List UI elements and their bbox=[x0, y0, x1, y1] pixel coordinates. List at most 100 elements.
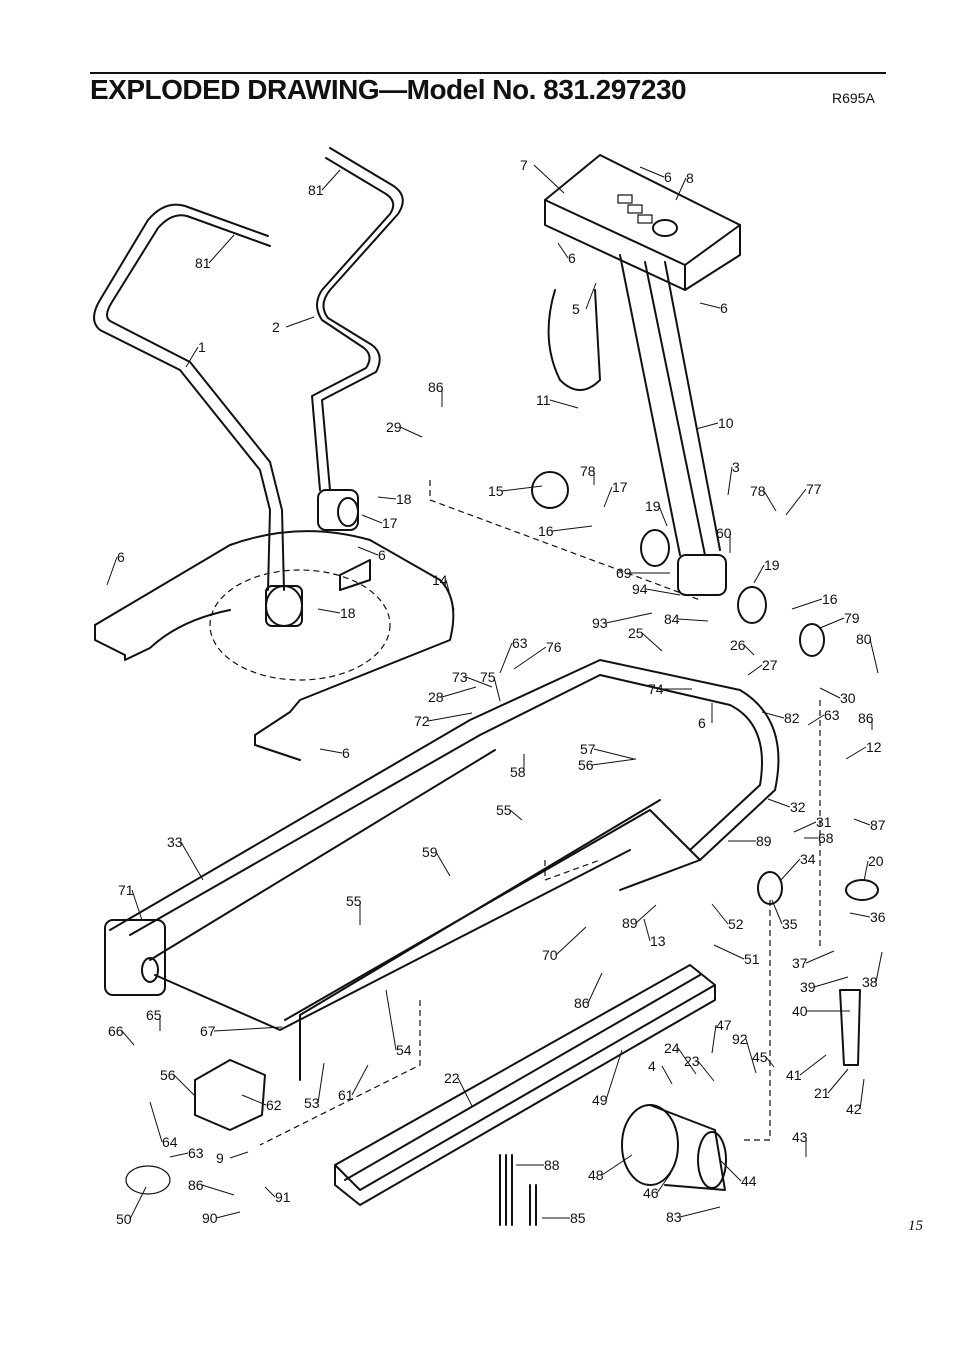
leader-line bbox=[779, 858, 801, 882]
leader-line bbox=[180, 841, 204, 881]
leader-line bbox=[201, 1184, 235, 1196]
leader-line bbox=[679, 1206, 721, 1218]
callout-4: 4 bbox=[648, 1058, 656, 1074]
leader-line bbox=[791, 598, 823, 610]
leader-line bbox=[853, 818, 871, 826]
leader-line bbox=[465, 676, 493, 688]
callout-55: 55 bbox=[346, 893, 362, 909]
callout-41: 41 bbox=[786, 1067, 802, 1083]
callout-59: 59 bbox=[422, 844, 438, 860]
callout-25: 25 bbox=[628, 625, 644, 641]
callout-63: 63 bbox=[824, 707, 840, 723]
callout-54: 54 bbox=[396, 1042, 412, 1058]
leader-line bbox=[763, 490, 777, 512]
callout-6: 6 bbox=[698, 715, 706, 731]
callout-65: 65 bbox=[146, 1007, 162, 1023]
upright bbox=[547, 254, 727, 596]
callout-74: 74 bbox=[648, 681, 664, 697]
leader-line bbox=[441, 686, 477, 698]
leader-line bbox=[753, 564, 765, 584]
callout-62: 62 bbox=[266, 1097, 282, 1113]
callout-30: 30 bbox=[840, 690, 856, 706]
leader-line bbox=[743, 644, 755, 656]
callout-93: 93 bbox=[592, 615, 608, 631]
callout-72: 72 bbox=[414, 713, 430, 729]
leader-line bbox=[695, 422, 719, 430]
callout-87: 87 bbox=[870, 817, 886, 833]
leader-line bbox=[285, 316, 315, 328]
callout-76: 76 bbox=[546, 639, 562, 655]
callout-5: 5 bbox=[572, 301, 580, 317]
callout-49: 49 bbox=[592, 1092, 608, 1108]
callout-7: 7 bbox=[520, 157, 528, 173]
leader-line bbox=[149, 1101, 163, 1143]
callout-85: 85 bbox=[570, 1210, 586, 1226]
leader-line bbox=[264, 1186, 276, 1198]
leader-line bbox=[585, 282, 597, 310]
callout-8: 8 bbox=[686, 170, 694, 186]
leader-line bbox=[699, 302, 721, 309]
callout-90: 90 bbox=[202, 1210, 218, 1226]
callout-48: 48 bbox=[588, 1167, 604, 1183]
flywheel bbox=[531, 471, 569, 509]
callout-27: 27 bbox=[762, 657, 778, 673]
callout-52: 52 bbox=[728, 916, 744, 932]
leader-line bbox=[555, 926, 587, 956]
callout-63: 63 bbox=[512, 635, 528, 651]
callout-31: 31 bbox=[816, 814, 832, 830]
callout-17: 17 bbox=[612, 479, 628, 495]
leader-line bbox=[697, 1060, 715, 1082]
callout-6: 6 bbox=[342, 745, 350, 761]
callout-42: 42 bbox=[846, 1101, 862, 1117]
leader-line bbox=[727, 466, 733, 496]
leader-line bbox=[603, 486, 613, 508]
leader-line bbox=[720, 1160, 742, 1182]
callout-34: 34 bbox=[800, 851, 816, 867]
callout-44: 44 bbox=[741, 1173, 757, 1189]
callout-71: 71 bbox=[118, 882, 134, 898]
leader-line bbox=[813, 976, 849, 988]
leader-line bbox=[587, 972, 603, 1004]
leader-line bbox=[641, 632, 663, 652]
leader-line bbox=[185, 346, 199, 368]
leader-line bbox=[549, 399, 579, 409]
leader-line bbox=[169, 1152, 189, 1158]
callout-70: 70 bbox=[542, 947, 558, 963]
callout-21: 21 bbox=[814, 1085, 830, 1101]
callout-6: 6 bbox=[664, 169, 672, 185]
callout-79: 79 bbox=[844, 610, 860, 626]
callout-57: 57 bbox=[580, 741, 596, 757]
callout-11: 11 bbox=[536, 392, 551, 408]
callout-18: 18 bbox=[340, 605, 356, 621]
callout-55: 55 bbox=[496, 802, 512, 818]
callout-69: 69 bbox=[616, 565, 632, 581]
leader-line bbox=[849, 912, 871, 918]
leader-line bbox=[711, 1024, 717, 1054]
leader-line bbox=[799, 1054, 827, 1076]
callout-88: 88 bbox=[544, 1157, 560, 1173]
leader-line bbox=[129, 1186, 147, 1220]
leader-line bbox=[643, 918, 651, 942]
leader-line bbox=[321, 169, 341, 191]
leader-line bbox=[457, 1077, 473, 1107]
callout-6: 6 bbox=[117, 549, 125, 565]
callout-51: 51 bbox=[744, 951, 760, 967]
callout-50: 50 bbox=[116, 1211, 132, 1227]
callout-26: 26 bbox=[730, 637, 746, 653]
leader-line bbox=[639, 166, 665, 178]
callout-47: 47 bbox=[716, 1017, 732, 1033]
callout-58: 58 bbox=[510, 764, 526, 780]
leader-line bbox=[645, 588, 681, 596]
callout-67: 67 bbox=[200, 1023, 216, 1039]
leader-line bbox=[747, 664, 763, 676]
callout-1: 1 bbox=[198, 339, 206, 355]
callout-32: 32 bbox=[790, 799, 806, 815]
motor bbox=[621, 1104, 727, 1191]
callout-68: 68 bbox=[818, 830, 834, 846]
callout-23: 23 bbox=[684, 1053, 700, 1069]
drawing-code: R695A bbox=[832, 90, 875, 106]
leader-line bbox=[711, 903, 729, 925]
callout-40: 40 bbox=[792, 1003, 808, 1019]
leader-line bbox=[557, 242, 569, 259]
leader-line bbox=[745, 1038, 757, 1074]
